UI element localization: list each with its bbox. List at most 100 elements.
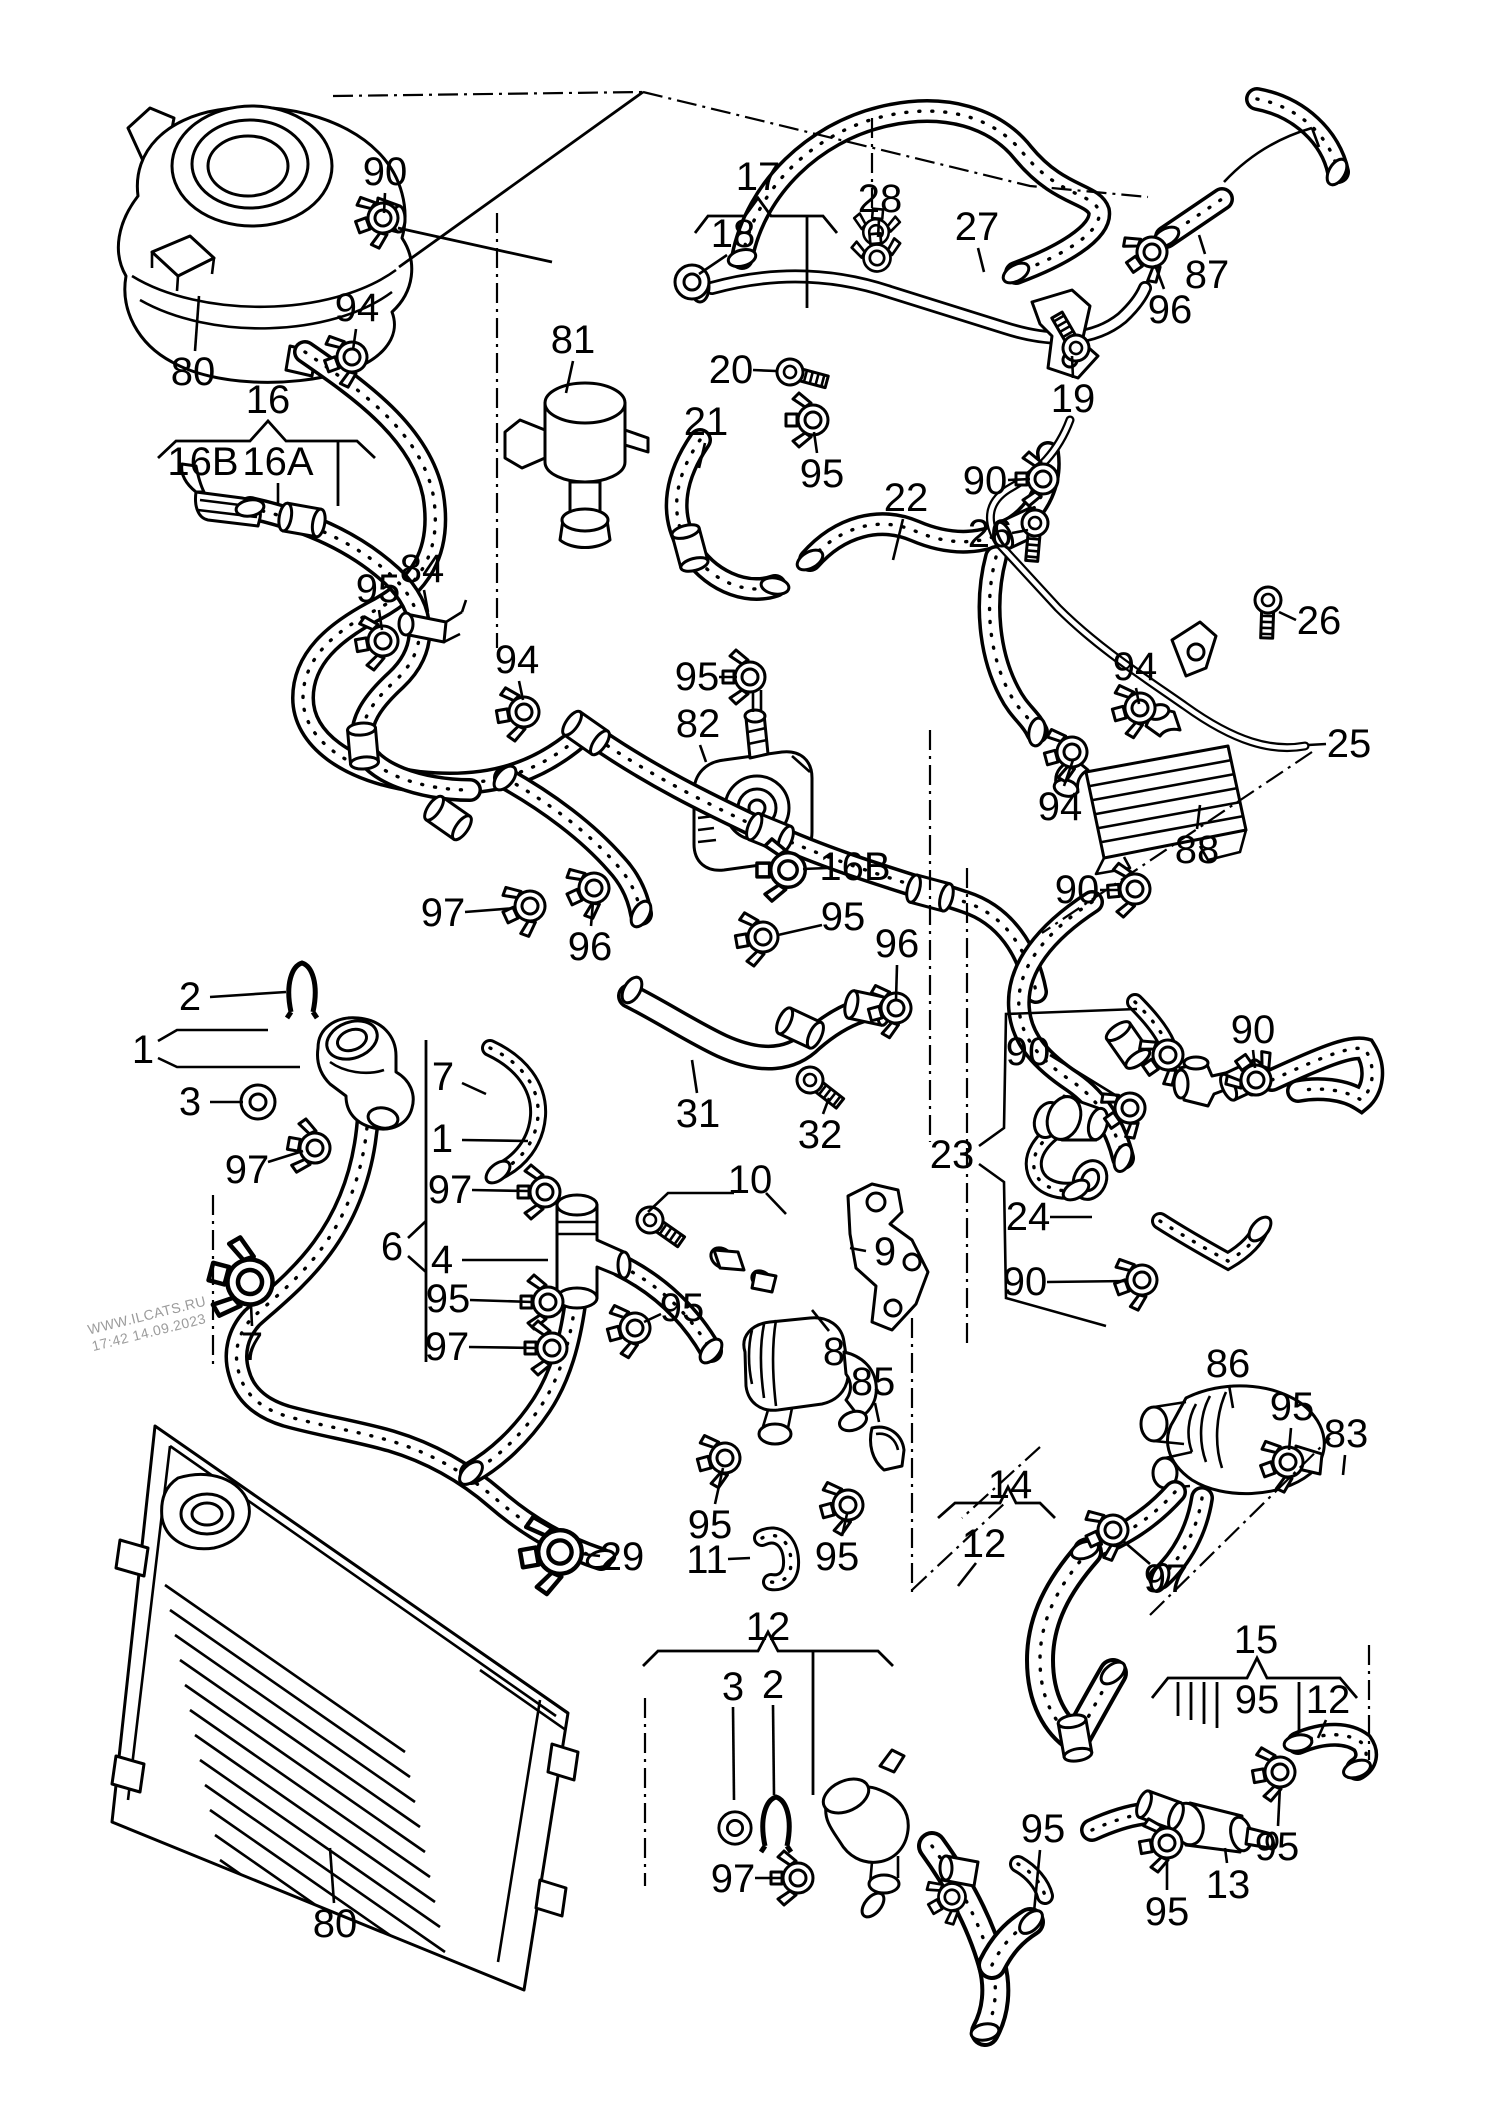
callout-27: 27: [955, 205, 1000, 249]
leader-line: [821, 1097, 831, 1115]
hose-speckle: [301, 350, 588, 786]
leader-line: [464, 906, 517, 914]
bracket-line: [398, 90, 644, 269]
leader-line: [810, 1309, 831, 1332]
leader-line: [157, 1028, 268, 1043]
leader-line: [1251, 1049, 1257, 1069]
leader-line: [1223, 1847, 1229, 1864]
hose-body: [462, 1296, 584, 1482]
callout-1: 1: [132, 1028, 154, 1072]
leader-line: [249, 1304, 254, 1327]
callout-7: 7: [241, 1325, 263, 1369]
leader-line: [407, 1220, 427, 1239]
leader-line: [1007, 477, 1031, 482]
callout-96: 96: [568, 925, 613, 969]
callout-84: 84: [400, 547, 445, 591]
hose-end: [792, 544, 828, 576]
leader-line: [1195, 804, 1202, 830]
hose-end: [1243, 1211, 1277, 1247]
callout-95: 95: [815, 1535, 860, 1579]
bracket-line: [642, 1628, 894, 1667]
callout-90: 90: [963, 459, 1008, 503]
callout-96: 96: [1148, 288, 1193, 332]
callout-95: 95: [1145, 1890, 1190, 1934]
hose-clamp: [282, 1115, 336, 1179]
callout-81: 81: [551, 318, 596, 362]
callout-7: 7: [432, 1055, 454, 1099]
callout-97: 97: [421, 891, 466, 935]
callout-6: 6: [381, 1225, 403, 1269]
leader-line: [468, 1345, 537, 1350]
callout-17: 17: [736, 155, 781, 199]
callout-16B: 16B: [167, 440, 238, 484]
hose-body: [1012, 1858, 1051, 1902]
callout-94: 94: [335, 286, 380, 330]
callout-95: 95: [800, 452, 845, 496]
callout-32: 32: [798, 1113, 843, 1157]
callout-80: 80: [171, 350, 216, 394]
hose-body: [707, 272, 1150, 342]
callout-23: 23: [930, 1133, 975, 1177]
hose-speckle: [987, 555, 1039, 734]
leader-line: [1153, 264, 1166, 290]
hose-body: [733, 102, 1108, 282]
hose-clamp: [730, 906, 784, 970]
callout-97: 97: [225, 1148, 270, 1192]
hose-clamp: [813, 1473, 871, 1540]
leader-line: [731, 1706, 736, 1801]
hose-27: [730, 99, 1112, 285]
leader-line: [765, 1192, 787, 1215]
callout-82: 82: [676, 702, 721, 746]
leader-line: [1032, 1849, 1042, 1913]
leader-line: [1049, 1053, 1121, 1100]
leader-line: [1316, 1719, 1328, 1739]
callout-8: 8: [823, 1330, 845, 1374]
callout-87: 87: [1185, 253, 1230, 297]
hose-clamp: [491, 681, 545, 745]
leader-line: [422, 589, 430, 613]
callout-16A: 16A: [242, 440, 313, 484]
leader-line: [849, 1246, 867, 1253]
o-ring: [717, 1810, 753, 1846]
hose-clamp: [861, 976, 919, 1043]
leader-line: [690, 1059, 699, 1094]
hose-speckle: [1133, 1000, 1169, 1046]
bracket-line: [397, 226, 553, 264]
bracket-lines: [157, 90, 1359, 1795]
callout-97: 97: [1144, 1557, 1189, 1601]
callout-3: 3: [179, 1080, 201, 1124]
callout-95: 95: [356, 567, 401, 611]
leader-line: [777, 923, 823, 937]
screw-set-10: [709, 1246, 778, 1294]
leader-line: [802, 866, 828, 871]
callout-15: 15: [1234, 1618, 1279, 1662]
callout-97: 97: [425, 1325, 470, 1369]
coolant-valve: [503, 381, 650, 549]
callout-90: 90: [1231, 1008, 1276, 1052]
auxiliary-water-pump: [742, 1316, 878, 1446]
callout-90: 90: [1003, 1260, 1048, 1304]
leader-line: [471, 1188, 529, 1193]
leader-line: [581, 1552, 601, 1558]
pipe-84: [397, 599, 468, 644]
callout-2: 2: [762, 1663, 784, 1707]
callout-96: 96: [875, 922, 920, 966]
callout-26: 26: [968, 512, 1013, 556]
hose-end: [480, 1155, 516, 1189]
leader-line: [891, 518, 905, 561]
callout-2: 2: [179, 975, 201, 1019]
callout-95: 95: [675, 655, 720, 699]
bolt: [772, 354, 832, 396]
elbow-connector-1: [316, 1016, 415, 1131]
callout-24: 24: [1006, 1195, 1051, 1239]
leader-line: [713, 1467, 725, 1505]
check-valve-13: [1171, 1801, 1279, 1854]
leader-line: [209, 990, 287, 999]
leader-line: [647, 1191, 734, 1213]
leader-line: [1121, 1539, 1151, 1565]
callout-10: 10: [728, 1158, 773, 1202]
bracket-line: [1150, 1654, 1359, 1699]
hose-body: [1248, 90, 1347, 181]
